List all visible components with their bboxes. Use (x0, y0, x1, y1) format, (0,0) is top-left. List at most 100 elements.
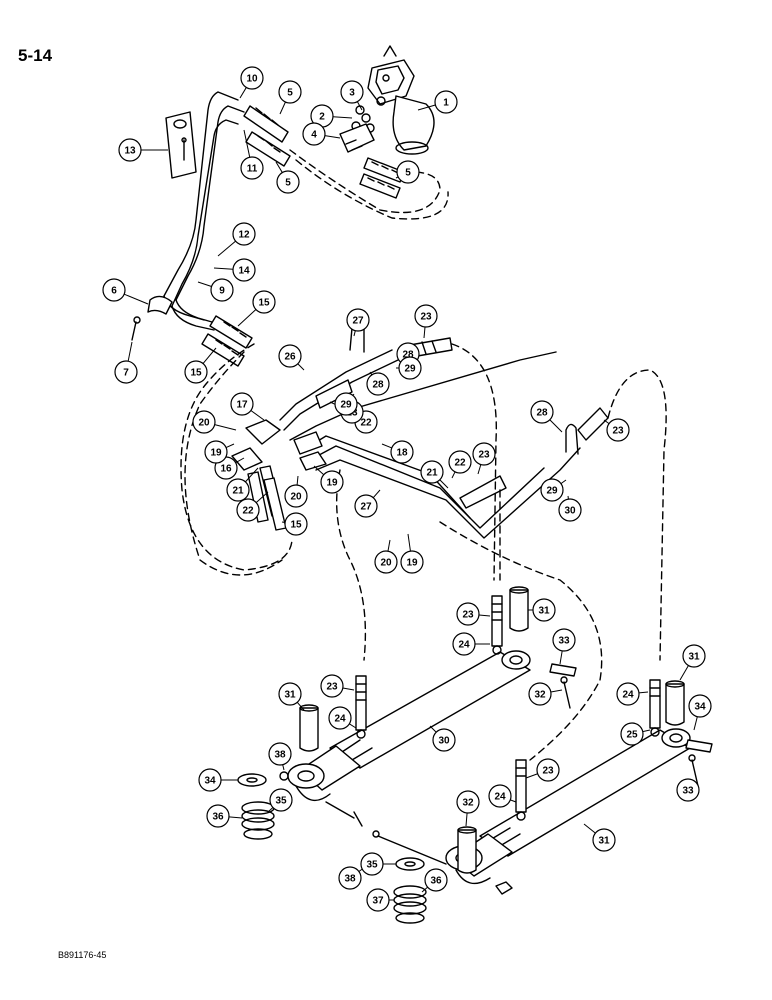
callout-20: 20 (284, 484, 308, 508)
callout-27: 27 (346, 308, 370, 332)
callout-number: 5 (405, 168, 411, 179)
figure-code: B891176-45 (58, 950, 107, 960)
callout-number: 4 (311, 130, 317, 141)
callout-number: 32 (534, 690, 546, 701)
callout-circle (278, 344, 302, 368)
callout-1: 1 (434, 90, 458, 114)
callout-number: 19 (210, 448, 222, 459)
callout-20: 20 (192, 410, 216, 434)
callout-circle (390, 440, 414, 464)
hydraulic-cylinder-left (287, 650, 531, 802)
callout-leader (313, 465, 325, 476)
callout-number: 23 (420, 312, 432, 323)
callout-23: 23 (606, 418, 630, 442)
callout-25: 25 (620, 722, 644, 746)
callout-circle (320, 470, 344, 494)
callout-leader (407, 533, 411, 552)
callout-leader (465, 812, 468, 827)
callout-number: 28 (402, 350, 414, 361)
callout-leader (217, 240, 236, 257)
callout-leader (243, 129, 251, 158)
callout-circle (204, 440, 228, 464)
callout-leader (296, 701, 305, 711)
callout-leader (332, 116, 353, 119)
callout-leader (421, 886, 428, 893)
callout-circle (688, 694, 712, 718)
callout-5: 5 (396, 160, 420, 184)
callout-37: 37 (366, 888, 390, 912)
cylinder-fittings (355, 595, 661, 821)
callout-circle (452, 632, 476, 656)
callout-number: 19 (406, 558, 418, 569)
callout-leader (429, 725, 437, 733)
callout-number: 23 (326, 682, 338, 693)
callout-leader (197, 281, 212, 287)
callout-22: 22 (236, 498, 260, 522)
callout-circle (398, 356, 422, 380)
callout-leader (510, 799, 517, 803)
callout-leader (296, 475, 299, 486)
callout-23: 23 (414, 304, 438, 328)
callout-number: 27 (352, 316, 364, 327)
callout-29: 29 (398, 356, 422, 380)
callout-circle (284, 512, 308, 536)
callout-leader (693, 716, 698, 731)
callout-15: 15 (184, 360, 208, 384)
callout-circle (472, 442, 496, 466)
callout-number: 15 (258, 298, 270, 309)
callout-number: 20 (198, 418, 210, 429)
callout-circle (102, 278, 126, 302)
callout-circle (232, 222, 256, 246)
tube-clamp-6 (131, 295, 173, 341)
callout-24: 24 (452, 632, 476, 656)
callout-7: 7 (114, 360, 138, 384)
callout-circle (338, 866, 362, 890)
callout-circle (456, 790, 480, 814)
callout-leader (279, 101, 286, 115)
callout-leader (239, 87, 247, 99)
callout-number: 21 (426, 468, 438, 479)
steel-tube-lines (163, 91, 245, 331)
callout-circle (278, 80, 302, 104)
callout-35: 35 (360, 852, 384, 876)
callout-30: 30 (558, 498, 582, 522)
callout-5: 5 (276, 170, 300, 194)
callout-circle (284, 484, 308, 508)
callout-32: 32 (456, 790, 480, 814)
callout-leader (356, 101, 363, 111)
callout-number: 1 (443, 98, 449, 109)
callout-circle (328, 706, 352, 730)
callout-leader (549, 419, 563, 433)
callout-circle (240, 66, 264, 90)
callout-20: 20 (374, 550, 398, 574)
callout-circle (616, 682, 640, 706)
callout-4: 4 (302, 122, 326, 146)
callout-number: 12 (238, 230, 250, 241)
callout-number: 16 (220, 464, 232, 475)
callout-number: 22 (360, 418, 372, 429)
callout-circle (396, 160, 420, 184)
callout-number: 23 (462, 610, 474, 621)
callout-number: 5 (285, 178, 291, 189)
callout-number: 31 (284, 690, 296, 701)
callout-leader (282, 764, 285, 771)
callout-number: 19 (326, 478, 338, 489)
callout-10: 10 (240, 66, 264, 90)
callout-11: 11 (240, 156, 264, 180)
callout-circle (240, 156, 264, 180)
callout-circle (236, 498, 260, 522)
callout-leader (297, 363, 305, 371)
callout-32: 32 (528, 682, 552, 706)
callout-number: 18 (396, 448, 408, 459)
callout-circle (226, 478, 250, 502)
callout-31: 31 (532, 598, 556, 622)
callout-33: 33 (676, 778, 700, 802)
callout-38: 38 (268, 742, 292, 766)
callout-leader (603, 419, 610, 425)
callout-number: 26 (284, 352, 296, 363)
callout-leader (127, 341, 133, 362)
callout-27: 27 (354, 494, 378, 518)
callout-leader (213, 267, 234, 270)
callout-number: 35 (366, 860, 378, 871)
